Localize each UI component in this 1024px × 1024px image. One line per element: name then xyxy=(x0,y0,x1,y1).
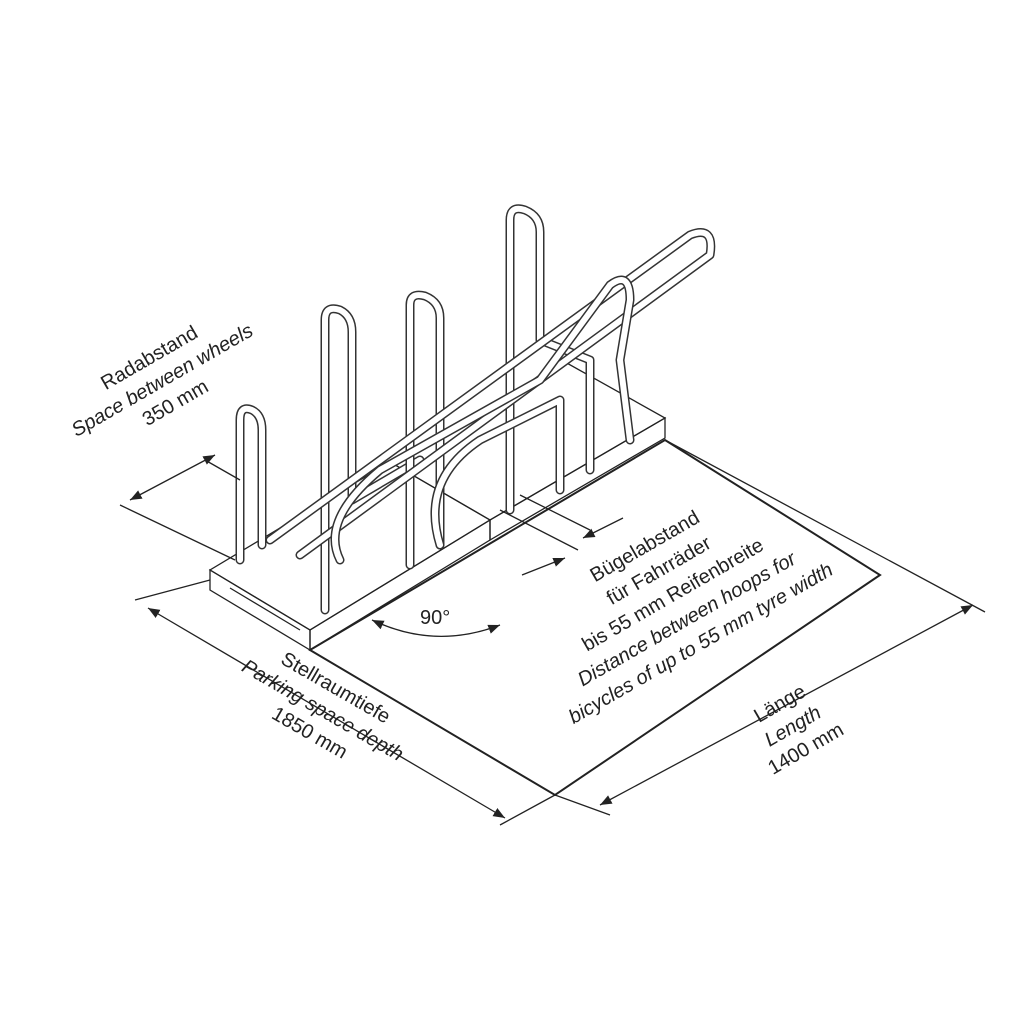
wheel-spacing-dimension xyxy=(119,454,241,561)
bicycle-hoops xyxy=(235,204,716,615)
length-dimension xyxy=(554,439,986,816)
hoop-distance-dimension xyxy=(499,494,624,576)
angle-label: 90° xyxy=(420,607,450,629)
depth-dimension xyxy=(134,579,556,826)
